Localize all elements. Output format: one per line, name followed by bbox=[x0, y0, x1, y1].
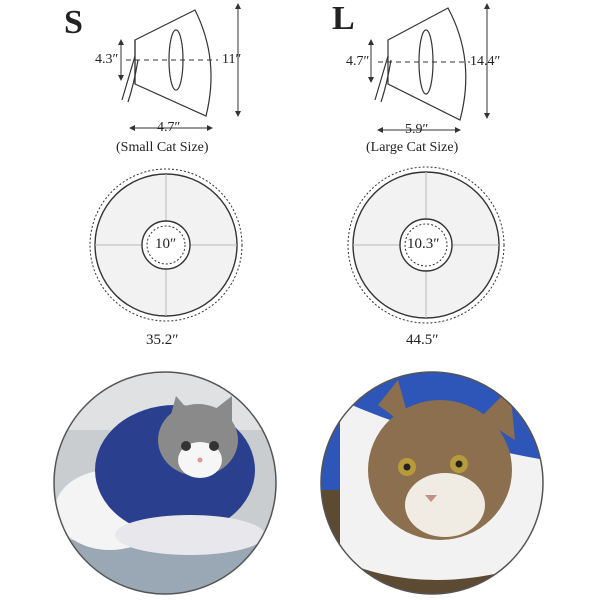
large-outer-circumference: 44.5″ bbox=[406, 332, 439, 348]
small-height-label: 11″ bbox=[222, 52, 242, 67]
large-caption: (Large Cat Size) bbox=[366, 140, 459, 155]
large-neck-height-label: 4.7″ bbox=[346, 54, 370, 69]
large-width-label: 5.9″ bbox=[405, 122, 429, 137]
large-photo-frame bbox=[320, 371, 544, 595]
large-cat-photo bbox=[321, 372, 543, 594]
small-photo-frame bbox=[53, 371, 277, 595]
small-caption: (Small Cat Size) bbox=[116, 140, 209, 155]
small-size-letter: S bbox=[64, 4, 83, 41]
large-inner-diameter: 10.3″ bbox=[407, 236, 440, 252]
large-height-label: 14.4″ bbox=[470, 54, 501, 69]
small-collar-circle bbox=[89, 168, 243, 322]
small-cat-photo bbox=[54, 372, 276, 594]
small-outer-circumference: 35.2″ bbox=[146, 332, 179, 348]
small-neck-height-label: 4.3″ bbox=[95, 52, 119, 67]
small-cone-diagram bbox=[121, 9, 212, 117]
large-cone-diagram bbox=[374, 7, 467, 121]
large-size-letter: L bbox=[332, 0, 355, 37]
small-width-label: 4.7″ bbox=[157, 120, 181, 135]
large-collar-circle bbox=[347, 166, 505, 324]
small-inner-diameter: 10″ bbox=[155, 236, 177, 252]
